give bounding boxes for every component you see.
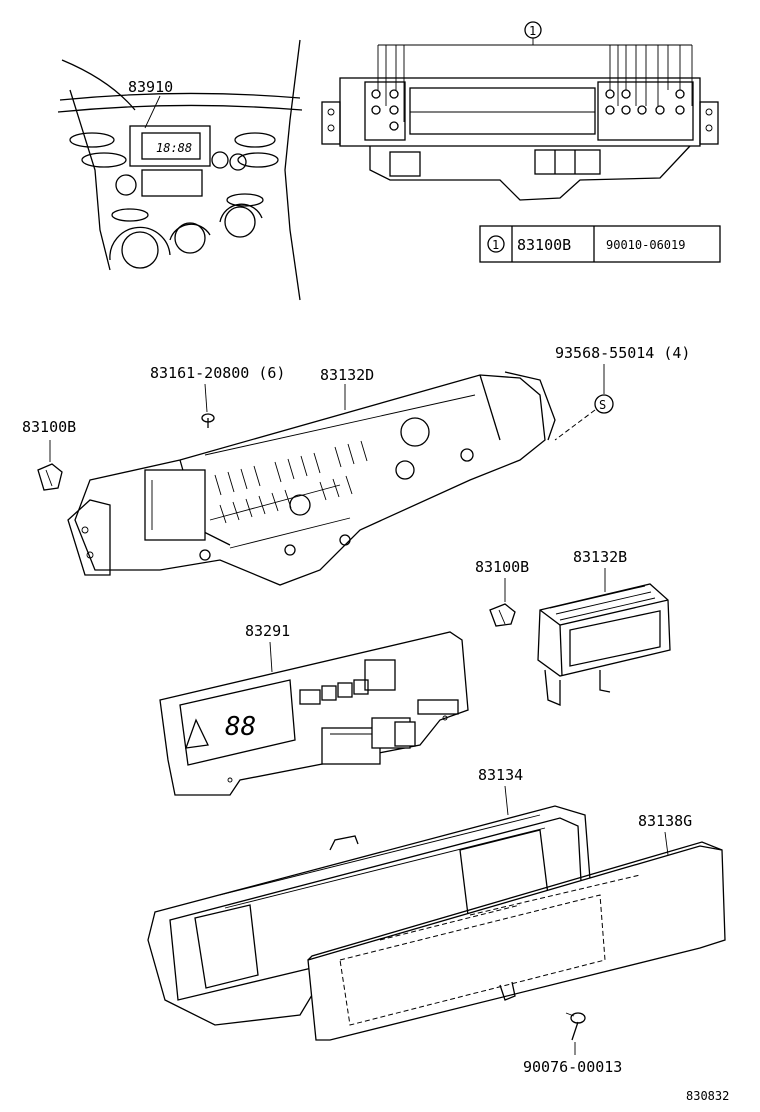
label-83134: 83134 [478, 766, 523, 784]
display-83132B [537, 583, 671, 706]
label-83138G: 83138G [638, 812, 692, 830]
callout-marker-1: 1 [524, 21, 542, 39]
drawing-number: 830832 [686, 1089, 729, 1103]
svg-text:S: S [599, 398, 606, 412]
board-digits: 88 [225, 712, 256, 742]
screw-83161 [201, 413, 215, 428]
table-part-number: 83100B [517, 236, 571, 254]
label-93568-55014: 93568-55014 (4) [555, 344, 690, 362]
label-83291: 83291 [245, 622, 290, 640]
label-83161-20800: 83161-20800 (6) [150, 364, 285, 382]
parts-table: 1 83100B 90010-06019 [479, 225, 721, 263]
dashboard-inset: 18:88 [57, 39, 303, 301]
label-90076-00013: 90076-00013 [523, 1058, 622, 1076]
screw-93568: S [554, 394, 614, 441]
clock-display-digits: 18:88 [156, 141, 192, 155]
label-83100B-left: 83100B [22, 418, 76, 436]
gauge-back-view [321, 38, 719, 201]
table-marker: 1 [492, 238, 499, 252]
glass-83138G [307, 841, 726, 1041]
label-83132B: 83132B [573, 548, 627, 566]
svg-text:1: 1 [529, 24, 536, 38]
label-83100B-mid: 83100B [475, 558, 529, 576]
bulb-socket-left [37, 463, 63, 491]
label-83910: 83910 [128, 78, 173, 96]
label-83132D: 83132D [320, 366, 374, 384]
table-bulb-number: 90010-06019 [606, 238, 685, 252]
bolt-90076 [565, 1012, 586, 1041]
housing-83132D [67, 371, 556, 586]
circuit-board-83291: 88 [159, 631, 469, 796]
bulb-socket-mid [489, 603, 516, 627]
